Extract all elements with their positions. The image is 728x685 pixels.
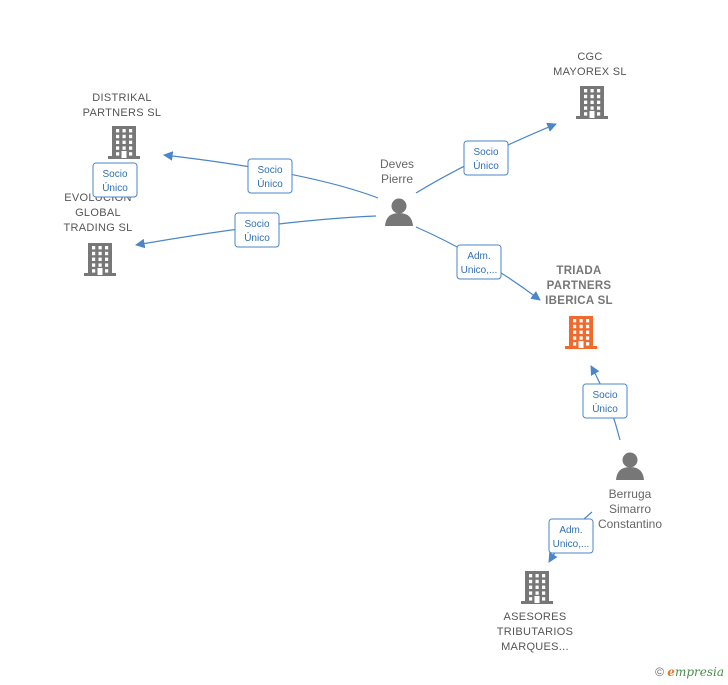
node-asesores[interactable]: ASESORES TRIBUTARIOS MARQUES...: [497, 571, 573, 653]
edge-label-text: Único: [257, 177, 283, 190]
edge-label-text: Único: [244, 231, 270, 244]
node-label-deves: Pierre: [381, 172, 413, 186]
edge-label-text: Socio: [592, 390, 617, 401]
edge-label-text: Adm.: [467, 251, 490, 262]
node-distrikal[interactable]: DISTRIKAL PARTNERS SL: [83, 92, 162, 159]
node-label-asesores: MARQUES...: [501, 641, 569, 653]
node-label-cgc: CGC: [577, 51, 602, 63]
footer-brand: © empresia: [655, 665, 724, 679]
node-label-triada: TRIADA: [556, 265, 601, 277]
node-label-deves: Deves: [380, 157, 414, 171]
edge-label-text: Único: [473, 159, 499, 172]
node-triada[interactable]: TRIADA PARTNERS IBERICA SL: [545, 265, 613, 349]
edge-label-box: [582, 383, 628, 419]
edge-label-box: [234, 212, 280, 248]
edge-label-text: Único: [592, 402, 618, 415]
edge-label-box: [463, 140, 509, 176]
building-icon[interactable]: [521, 571, 553, 604]
node-label-berruga: Simarro: [609, 502, 651, 516]
node-label-evolucion: GLOBAL: [75, 207, 121, 219]
edge-label-box: [548, 518, 594, 554]
node-label-triada: PARTNERS: [547, 280, 612, 292]
edge-label-text: Socio: [102, 169, 127, 180]
node-label-distrikal: DISTRIKAL: [92, 92, 152, 104]
person-icon[interactable]: [616, 452, 644, 481]
copyright-symbol: ©: [655, 665, 664, 679]
node-label-asesores: ASESORES: [504, 611, 567, 623]
building-icon[interactable]: [565, 316, 597, 349]
brand-initial: e: [667, 665, 675, 679]
node-cgc[interactable]: CGC MAYOREX SL: [553, 51, 627, 119]
building-icon[interactable]: [576, 86, 608, 119]
edge-label-text: Único: [102, 181, 128, 194]
building-icon[interactable]: [84, 243, 116, 276]
node-label-triada: IBERICA SL: [545, 295, 613, 307]
edge-label-box: [456, 244, 502, 280]
edge-label-text: Unico,...: [461, 265, 498, 276]
person-icon[interactable]: [385, 198, 413, 227]
building-icon[interactable]: [108, 126, 140, 159]
edge-label-text: Unico,...: [553, 539, 590, 550]
edge-label-text: Socio: [473, 147, 498, 158]
brand-name: mpresia: [674, 665, 724, 679]
node-label-cgc: MAYOREX SL: [553, 66, 627, 78]
node-label-berruga: Constantino: [598, 517, 662, 531]
edge-label-text: Socio: [244, 219, 269, 230]
node-label-berruga: Berruga: [609, 487, 652, 501]
edge-label-text: Socio: [257, 165, 282, 176]
edge-label-berruga-asesores[interactable]: Adm. Unico,...: [548, 518, 594, 554]
edge-label-text: Adm.: [559, 525, 582, 536]
node-label-distrikal: PARTNERS SL: [83, 107, 162, 119]
edge-label-box: [92, 162, 138, 198]
node-label-evolucion: TRADING SL: [63, 222, 132, 234]
edge-label-box: [247, 158, 293, 194]
node-label-asesores: TRIBUTARIOS: [497, 626, 573, 638]
edge-label-deves-triada[interactable]: Adm. Unico,...: [456, 244, 502, 280]
empresia-logo[interactable]: empresia: [667, 665, 724, 679]
